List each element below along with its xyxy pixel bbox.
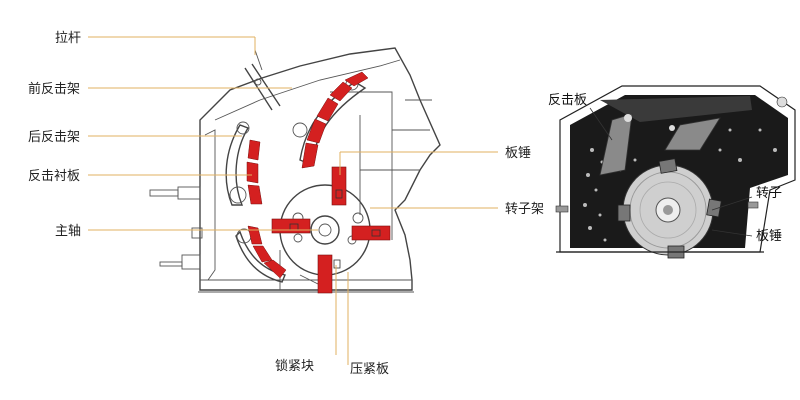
label-front-impact-frame: 前反击架	[28, 81, 80, 97]
label-blow-bar: 板锤	[505, 146, 531, 161]
photo-impact-plate	[599, 113, 633, 176]
label-locking-block: 锁紧块	[275, 358, 314, 374]
label-pull-rod: 拉杆	[55, 31, 81, 46]
leader-lines	[88, 36, 498, 365]
label-impact-liner: 反击衬板	[28, 169, 80, 184]
photo-label-blow-bar: 板锤	[756, 229, 782, 244]
impact-liners	[246, 71, 369, 279]
label-rear-impact-frame: 后反击架	[28, 130, 80, 145]
label-clamp-plate: 压紧板	[350, 362, 389, 377]
blow-bars	[271, 166, 391, 294]
rear-impact-frame	[225, 124, 250, 206]
label-main-shaft: 主轴	[55, 224, 81, 239]
rotor-assembly	[271, 166, 391, 294]
crusher-photo	[555, 85, 796, 259]
label-rotor-frame: 转子架	[505, 202, 544, 217]
front-impact-frame	[299, 81, 367, 167]
photo-leader-lines	[589, 107, 753, 237]
crusher-line-drawing	[149, 47, 441, 293]
photo-label-impact-plate: 反击板	[548, 93, 587, 108]
photo-label-rotor: 转子	[756, 186, 782, 201]
